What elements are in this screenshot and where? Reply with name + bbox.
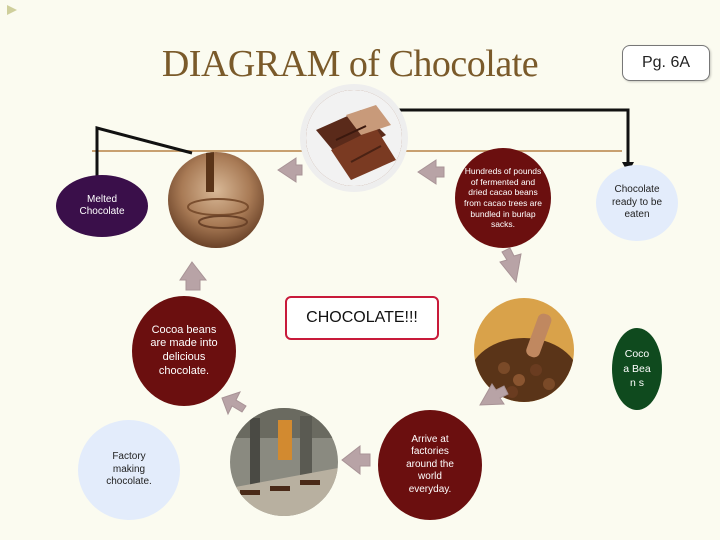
chocolate-callout-box: CHOCOLATE!!!	[285, 296, 439, 340]
arrow-down-right-icon	[479, 383, 509, 406]
chocolate-ready-oval: Chocolate ready to be eaten	[596, 165, 678, 241]
cacao-sacks-text: Hundreds of pounds of fermented and drie…	[464, 166, 542, 230]
arrow-up-left-icon	[221, 391, 247, 416]
cocoa-process-text: Cocoa beans are made into delicious choc…	[150, 323, 218, 377]
cocoa-beans-text: Coco a Bean s	[623, 347, 651, 390]
arrow-left-icon	[277, 157, 303, 183]
factory-making-oval: Factory making chocolate.	[78, 420, 180, 520]
chocolate-ready-text: Chocolate ready to be eaten	[611, 184, 663, 221]
melted-chocolate-image	[168, 152, 264, 248]
arrive-factories-oval: Arrive at factories around the world eve…	[378, 410, 482, 520]
arrive-factories-text: Arrive at factories around the world eve…	[406, 433, 454, 495]
page-title: DIAGRAM of Chocolate	[161, 43, 539, 85]
arrow-down-right-icon	[499, 247, 522, 284]
factory-image	[230, 408, 338, 516]
factory-making-text: Factory making chocolate.	[106, 451, 152, 488]
melted-chocolate-label: Melted Chocolate	[79, 193, 125, 218]
arrow-left-icon	[417, 159, 445, 185]
cocoa-beans-oval: Coco a Bean s	[612, 328, 662, 410]
page-number-badge: Pg. 6A	[622, 45, 710, 81]
chocolate-bar-image	[306, 90, 402, 186]
arrow-left-icon	[341, 444, 371, 476]
cocoa-process-oval: Cocoa beans are made into delicious choc…	[132, 296, 236, 406]
cacao-sacks-oval: Hundreds of pounds of fermented and drie…	[455, 148, 551, 248]
melted-chocolate-oval: Melted Chocolate	[56, 175, 148, 237]
corner-bullet-icon	[7, 5, 17, 15]
cocoa-beans-image	[474, 298, 574, 402]
arrow-up-icon	[179, 261, 208, 291]
